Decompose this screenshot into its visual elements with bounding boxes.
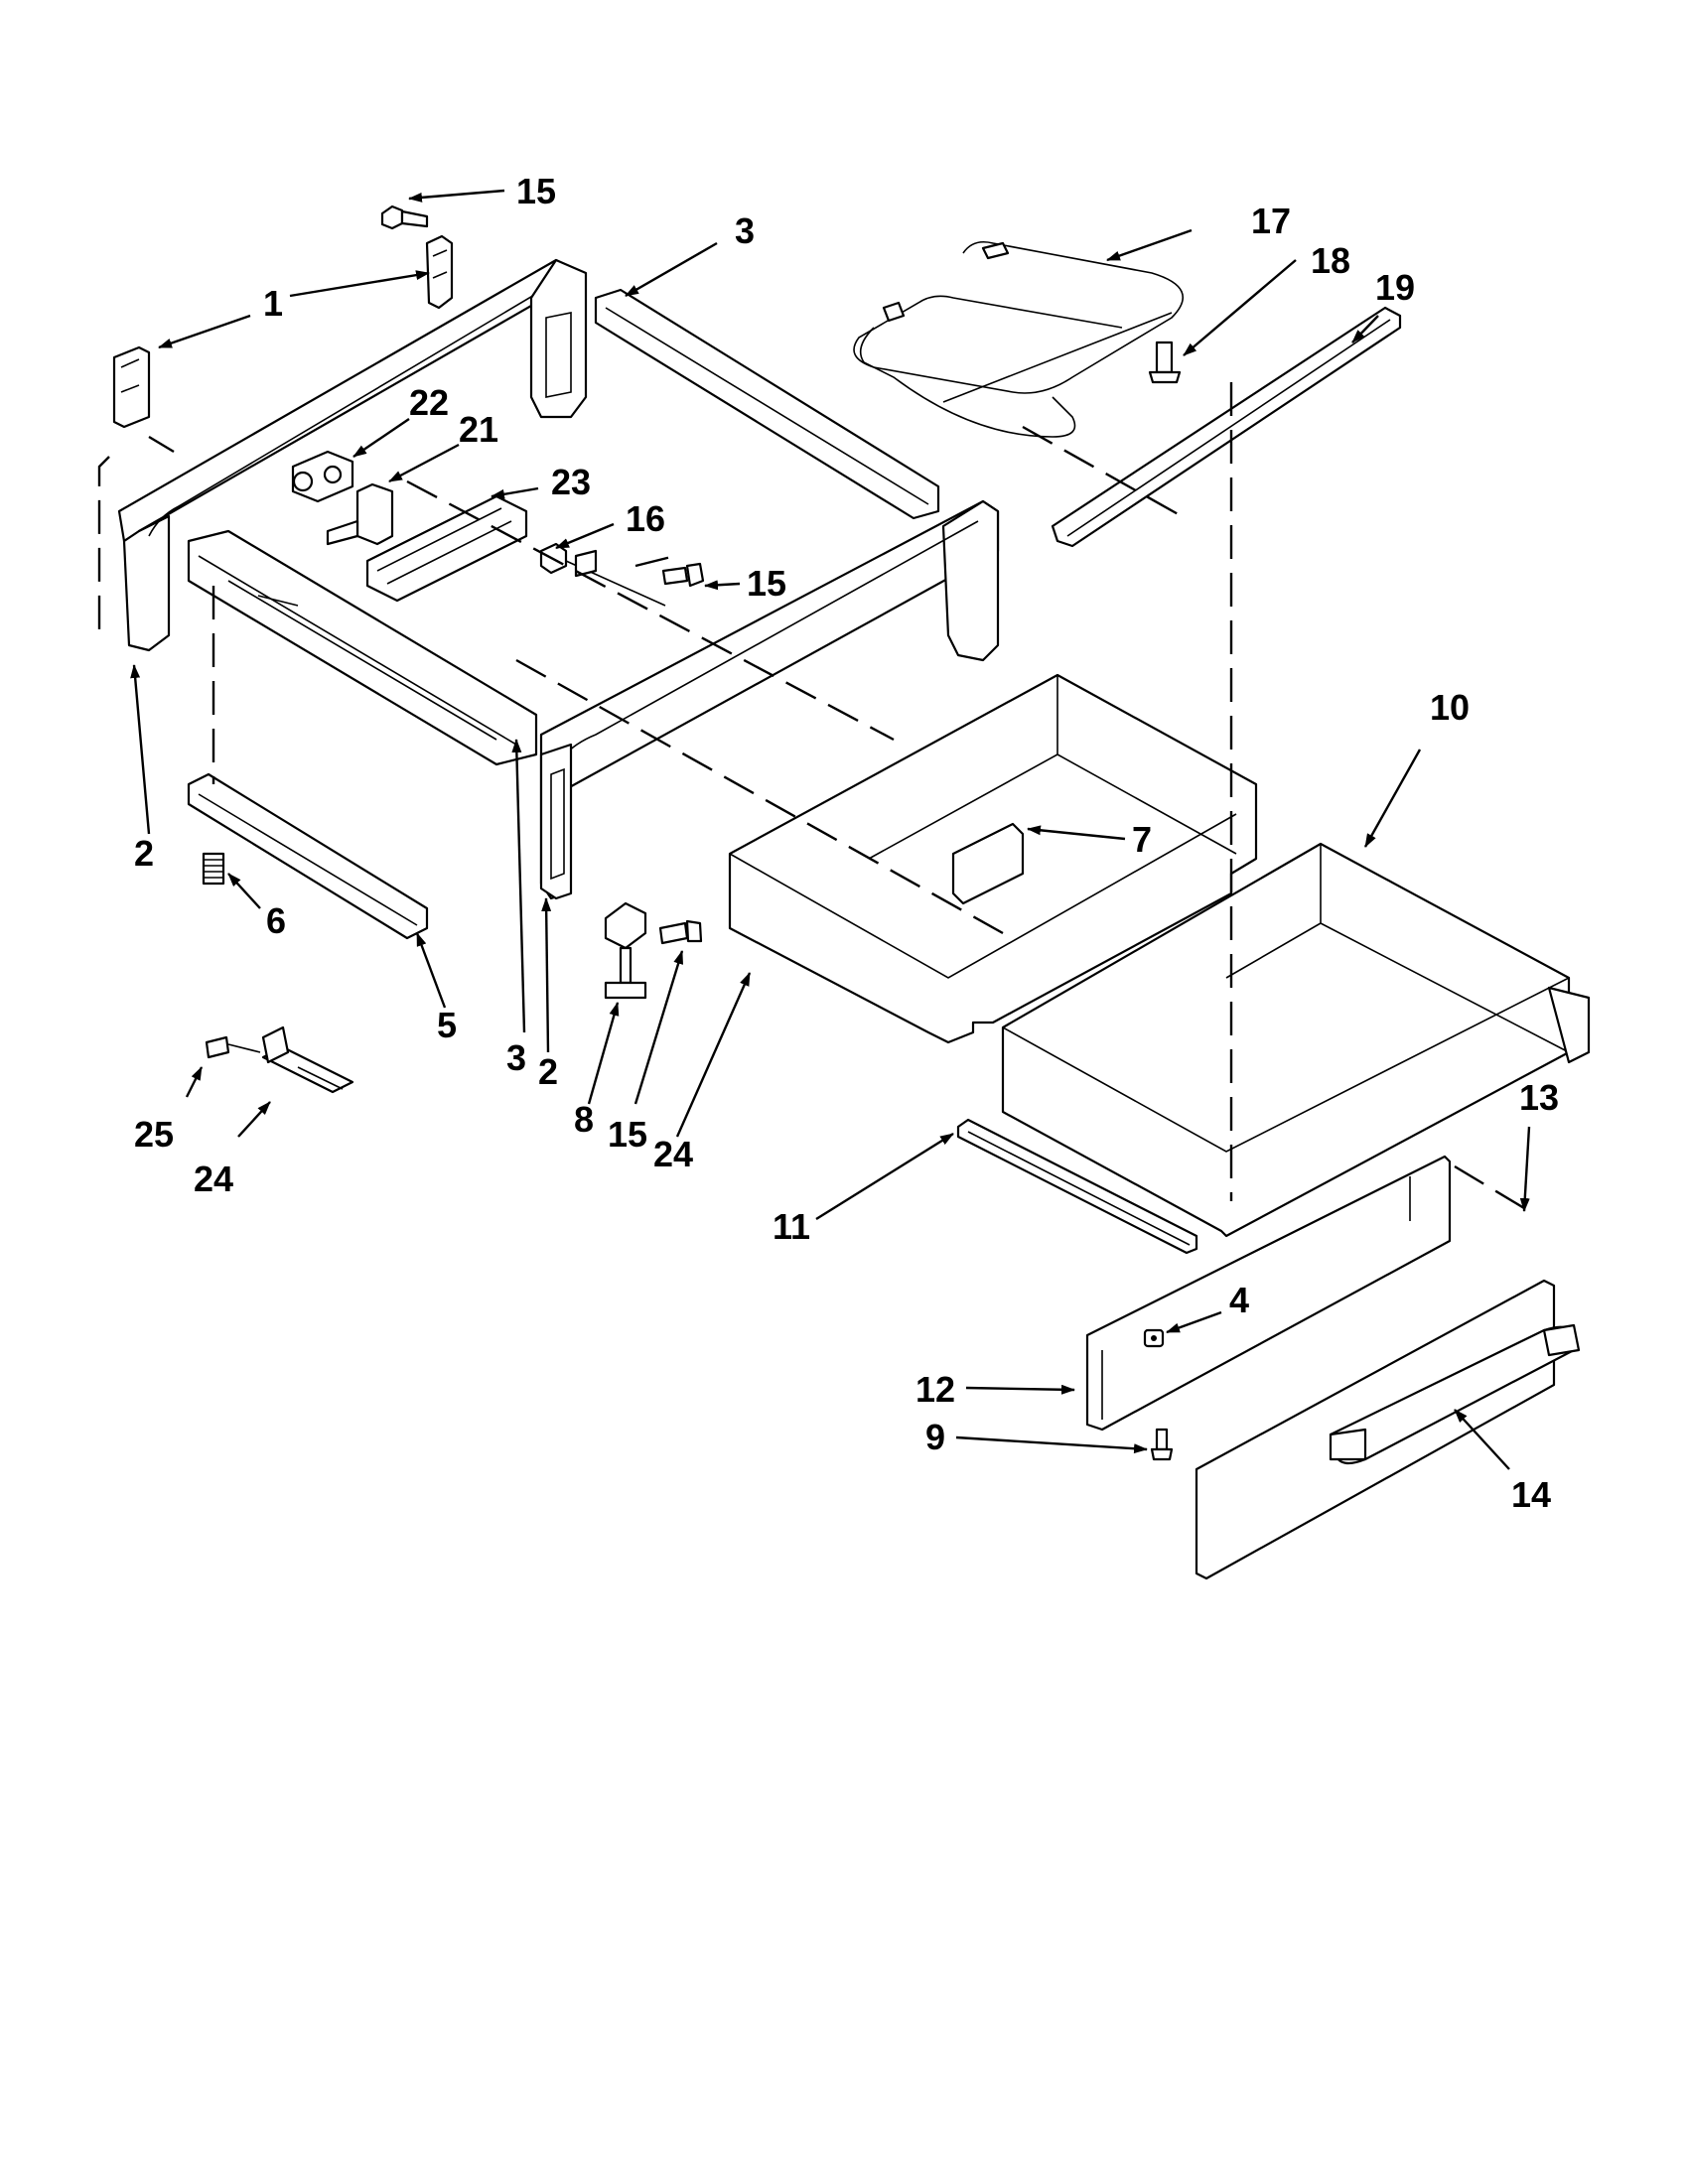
callout-4: 4	[1229, 1280, 1249, 1320]
bottom-rail	[187, 772, 429, 940]
callout-21: 22	[409, 382, 449, 423]
callout-14: 14	[1511, 1474, 1551, 1515]
callout-6: 6	[266, 900, 286, 941]
callout-18: 18	[1311, 240, 1350, 281]
anti-tip-bracket	[261, 1025, 354, 1094]
drawer-liner	[1001, 842, 1591, 1238]
burner-bracket	[365, 494, 528, 603]
callout-16: 16	[626, 498, 665, 539]
callout-5: 5	[437, 1005, 457, 1045]
heating-element	[853, 240, 1184, 438]
callout-2: 2	[538, 1051, 558, 1092]
leveling-leg	[604, 901, 647, 1000]
callout-19: 19	[1375, 267, 1415, 308]
drawer-bracket	[951, 822, 1025, 905]
callout-23: 24	[653, 1134, 693, 1174]
alignment-lines	[97, 382, 1530, 1213]
callout-11: 11	[773, 1206, 810, 1247]
callout-9: 9	[925, 1417, 945, 1457]
drawer-slide	[956, 1118, 1198, 1255]
callout-25: 25	[134, 1114, 174, 1155]
screw-icon	[380, 205, 429, 230]
callout-2: 2	[134, 833, 154, 874]
callout-15: 15	[516, 171, 556, 211]
callout-20: 21	[459, 409, 498, 450]
callout-1: 1	[263, 283, 283, 324]
drawer-handle	[1329, 1323, 1581, 1465]
control-knob	[1143, 1328, 1165, 1348]
callout-15: 15	[608, 1114, 647, 1155]
igniter	[539, 542, 666, 607]
callout-17: 17	[1251, 201, 1291, 241]
callout-12: 12	[915, 1369, 955, 1410]
valve-bracket	[326, 482, 394, 546]
screw-icon	[658, 919, 703, 945]
callout-8: 8	[574, 1099, 594, 1140]
callout-24: 24	[194, 1159, 233, 1199]
callout-labels: 15 1 3 17 18 19 22 21 23 16 15 10 7 2 6 …	[134, 171, 1559, 1515]
callout-3: 3	[506, 1037, 526, 1078]
screw-icon	[661, 562, 705, 588]
screw-icon	[1148, 341, 1182, 384]
callout-22: 23	[551, 462, 591, 502]
trim-rail	[1051, 306, 1402, 548]
callout-13: 13	[1519, 1077, 1559, 1118]
upper-frame-assembly	[117, 258, 1000, 900]
callout-7: 7	[1132, 819, 1152, 860]
drawer-front-inner	[1085, 1155, 1452, 1432]
callout-15: 15	[747, 563, 786, 604]
leveling-leg	[202, 852, 225, 886]
leader-arrows	[130, 189, 1531, 1470]
side-bracket	[112, 345, 151, 429]
callout-3: 3	[735, 210, 755, 251]
screw-icon	[1150, 1428, 1174, 1461]
callout-10: 10	[1430, 687, 1470, 728]
top-bracket	[425, 234, 454, 310]
screw-icon	[205, 1035, 261, 1059]
gas-valve	[291, 450, 354, 503]
